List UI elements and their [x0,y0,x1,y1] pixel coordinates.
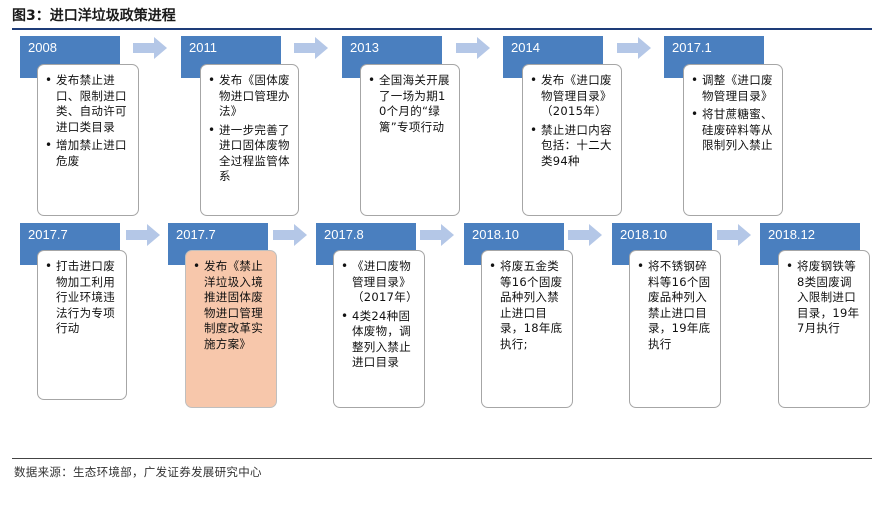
arrow-right-icon [126,224,160,246]
step-card: 将废钢铁等8类固废调入限制进口目录，19年7月执行 [778,250,870,408]
step-card: 调整《进口废物管理目录》 将甘蔗糖蜜、硅废碎料等从限制列入禁止 [683,64,783,216]
step-card: 将废五金类等16个固废品种列入禁止进口目录，18年底执行; [481,250,573,408]
step-item: 将废五金类等16个固废品种列入禁止进口目录，18年底执行; [488,259,566,352]
step-card: 全国海关开展了一场为期10个月的“绿篱”专项行动 [360,64,460,216]
step-card: 发布禁止进口、限制进口类、自动许可进口类目录 增加禁止进口危废 [37,64,139,216]
step-card: 将不锈钢碎料等16个固废品种列入禁止进口目录，19年底执行 [629,250,721,408]
step-item: 将废钢铁等8类固废调入限制进口目录，19年7月执行 [785,259,863,337]
arrow-right-icon [420,224,454,246]
step-item: 进一步完善了进口固体废物全过程监管体系 [207,123,292,185]
arrow-right-icon [617,37,651,59]
step-item: 调整《进口废物管理目录》 [690,73,776,104]
bottom-rule [12,458,872,459]
step-item: 《进口废物管理目录》（2017年） [340,259,418,306]
step-item: 增加禁止进口危废 [44,138,132,169]
arrow-right-icon [717,224,751,246]
source-note: 数据来源：生态环境部，广发证券发展研究中心 [14,465,262,479]
step-card: 发布《固体废物进口管理办法》 进一步完善了进口固体废物全过程监管体系 [200,64,299,216]
step-item: 将不锈钢碎料等16个固废品种列入禁止进口目录，19年底执行 [636,259,714,352]
step-card-highlighted: 发布《禁止洋垃圾入境推进固体废物进口管理制度改革实施方案》 [185,250,277,408]
arrow-right-icon [294,37,328,59]
step-card: 打击进口废物加工利用行业环境违法行为专项行动 [37,250,127,400]
step-item: 发布《进口废物管理目录》（2015年） [529,73,615,120]
step-card: 发布《进口废物管理目录》（2015年） 禁止进口内容包括：十二大类94种 [522,64,622,216]
step-item: 将甘蔗糖蜜、硅废碎料等从限制列入禁止 [690,107,776,154]
arrow-right-icon [273,224,307,246]
step-item: 发布禁止进口、限制进口类、自动许可进口类目录 [44,73,132,135]
step-item: 全国海关开展了一场为期10个月的“绿篱”专项行动 [367,73,453,135]
arrow-right-icon [133,37,167,59]
step-item: 发布《禁止洋垃圾入境推进固体废物进口管理制度改革实施方案》 [192,259,270,352]
step-item: 发布《固体废物进口管理办法》 [207,73,292,120]
figure-title: 图3：进口洋垃圾政策进程 [12,8,176,24]
title-rule [12,28,872,30]
arrow-right-icon [568,224,602,246]
step-item: 打击进口废物加工利用行业环境违法行为专项行动 [44,259,120,337]
arrow-right-icon [456,37,490,59]
step-item: 禁止进口内容包括：十二大类94种 [529,123,615,170]
step-item: 4类24种固体废物，调整列入禁止进口目录 [340,309,418,371]
step-card: 《进口废物管理目录》（2017年） 4类24种固体废物，调整列入禁止进口目录 [333,250,425,408]
